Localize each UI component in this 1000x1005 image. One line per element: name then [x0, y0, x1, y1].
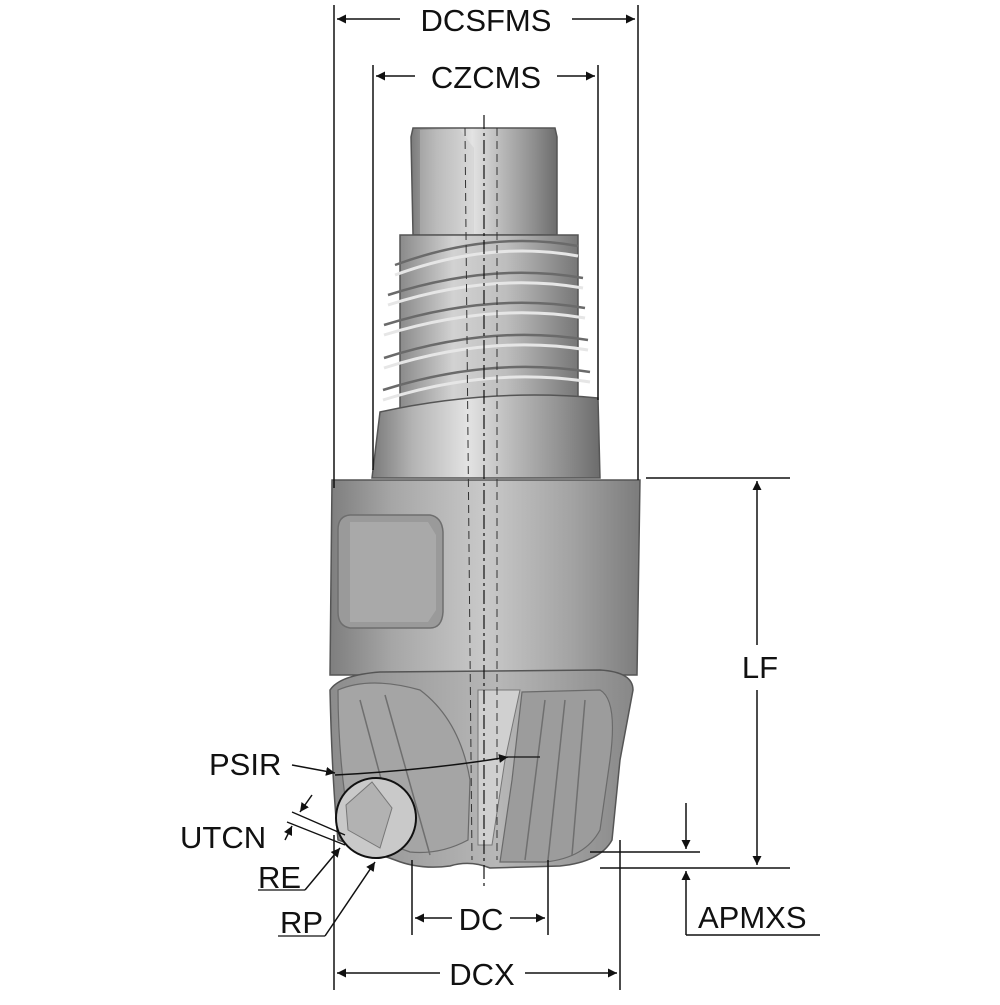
end-mill-head-illustration	[329, 115, 641, 890]
label-rp: RP	[280, 905, 323, 940]
label-dcx: DCX	[449, 957, 515, 992]
dim-lf: LF	[742, 481, 778, 865]
dim-psir: PSIR	[209, 747, 540, 782]
label-dcsfms: DCSFMS	[421, 3, 552, 38]
dim-rp: RP	[278, 861, 376, 940]
label-re: RE	[258, 860, 301, 895]
extension-lines	[333, 5, 790, 990]
label-lf: LF	[742, 650, 778, 685]
collar	[371, 394, 601, 479]
label-psir: PSIR	[209, 747, 281, 782]
flute-lines	[359, 694, 586, 861]
dim-dcsfms: DCSFMS	[337, 3, 635, 38]
dim-re: RE	[258, 847, 341, 895]
label-utcn: UTCN	[180, 820, 266, 855]
label-apmxs: APMXS	[698, 900, 807, 935]
wrench-flat-shade	[350, 522, 436, 622]
dim-dc: DC	[415, 902, 545, 937]
flute-center-serrated	[477, 689, 521, 846]
dim-czcms: CZCMS	[376, 60, 595, 95]
insert-facet	[345, 781, 393, 849]
thread-section	[382, 234, 591, 411]
dim-apmxs: APMXS	[681, 803, 820, 936]
dim-utcn: UTCN	[180, 794, 346, 855]
label-czcms: CZCMS	[431, 60, 541, 95]
dim-dcx: DCX	[337, 957, 617, 992]
shank-shade	[420, 130, 474, 235]
coolant-channel	[464, 127, 498, 861]
label-dc: DC	[459, 902, 504, 937]
